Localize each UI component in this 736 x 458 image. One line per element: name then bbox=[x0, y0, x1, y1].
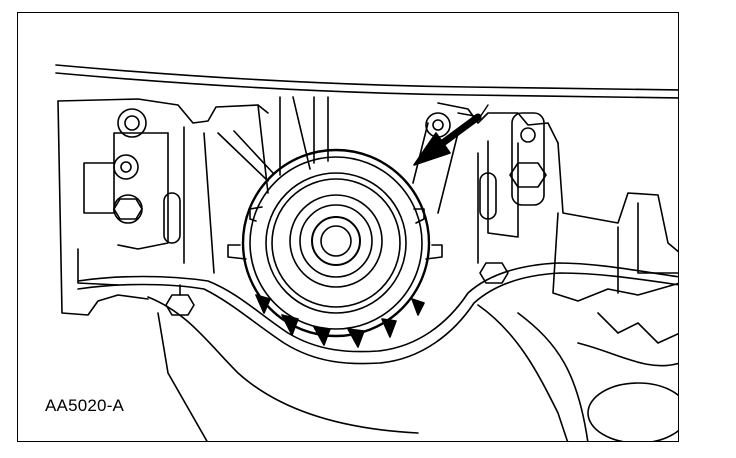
engine-front-cover-drawing bbox=[18, 13, 679, 442]
left-bolt-boss-upper bbox=[118, 109, 146, 137]
illustration-frame: AA5020-A bbox=[17, 12, 679, 442]
left-slot bbox=[164, 193, 180, 243]
seal-teeth bbox=[256, 295, 424, 347]
oil-pan-gasket bbox=[78, 263, 679, 442]
engine-block-left bbox=[58, 97, 328, 315]
arrow-icon bbox=[414, 105, 488, 165]
lower-right-housing bbox=[158, 313, 679, 442]
figure-id-label: AA5020-A bbox=[45, 396, 125, 415]
right-bolt-boss-upper bbox=[426, 113, 450, 137]
cover-top-edge bbox=[56, 65, 679, 98]
left-bolt-boss-mid bbox=[114, 155, 138, 179]
engine-block-right bbox=[413, 103, 679, 301]
lower-right-bolt bbox=[480, 263, 508, 283]
lower-left-bolt bbox=[166, 285, 194, 315]
right-slot bbox=[480, 173, 496, 219]
right-bracket bbox=[510, 113, 546, 205]
crankshaft-front-seal bbox=[228, 150, 442, 336]
left-bolt-head bbox=[114, 195, 142, 223]
